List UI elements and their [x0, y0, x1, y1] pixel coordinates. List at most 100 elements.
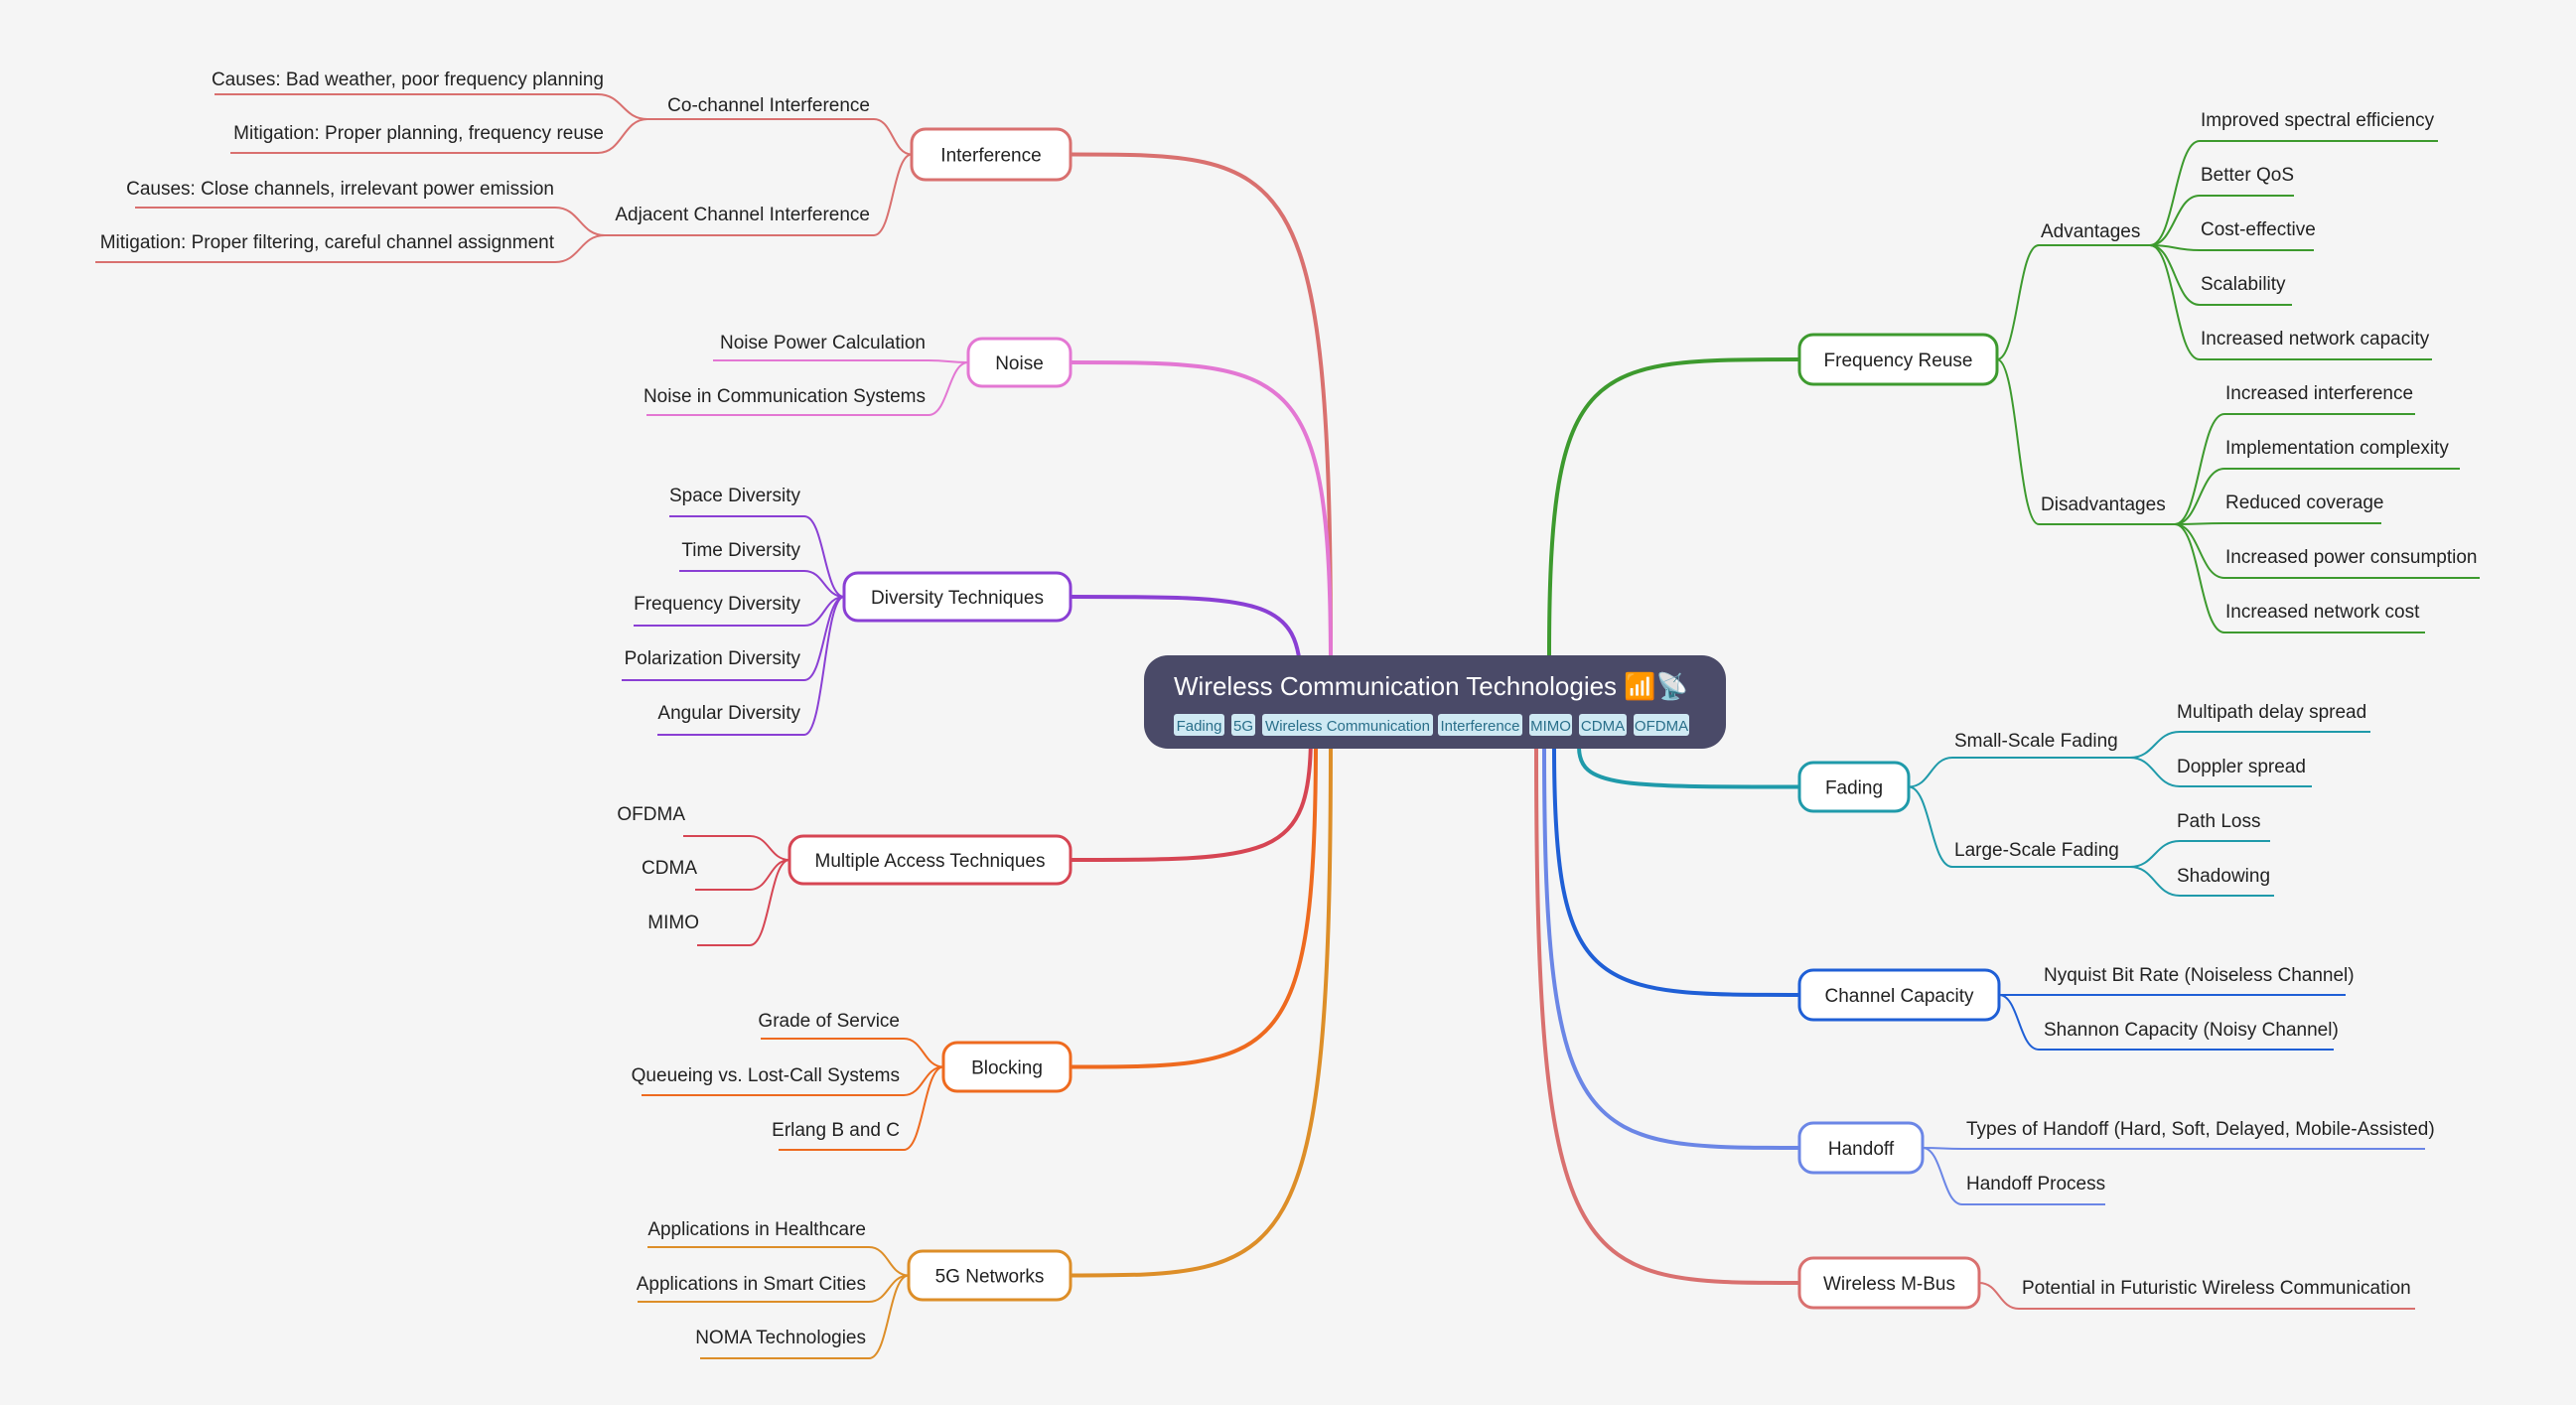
branch-node-multiple-access[interactable]	[787, 834, 1073, 886]
leaf-causes-close-channels-irrelevant-power-emission: Causes: Close channels, irrelevant power…	[126, 179, 554, 200]
tag-5g: 5G	[1233, 718, 1253, 735]
branch-edge-diversity	[1069, 595, 1303, 687]
branch-label-diversity: Diversity Techniques	[871, 588, 1044, 609]
branch-edge-channel-capacity	[1552, 745, 1801, 997]
connector	[2129, 757, 2181, 787]
branch-edge-multiple-access	[1069, 733, 1313, 862]
branch-edge-frequency-reuse	[1547, 357, 1801, 657]
branch-node-blocking[interactable]	[941, 1041, 1073, 1093]
branch-node-interference[interactable]	[910, 127, 1073, 182]
connector	[597, 93, 648, 120]
leaf-applications-in-healthcare: Applications in Healthcare	[647, 1219, 866, 1240]
leaf-path-loss: Path Loss	[2177, 811, 2261, 832]
leaf-polarization-diversity: Polarization Diversity	[625, 648, 801, 669]
leaf-cost-effective: Cost-effective	[2201, 219, 2316, 240]
branch-edge-fading	[1577, 745, 1801, 789]
leaf-multipath-delay-spread: Multipath delay spread	[2177, 702, 2366, 723]
leaf-noise-in-communication-systems: Noise in Communication Systems	[644, 386, 926, 407]
leaf-noma-technologies: NOMA Technologies	[695, 1328, 866, 1348]
connector	[1996, 244, 2040, 360]
connector	[1922, 1147, 1963, 1205]
leaf-ofdma: OFDMA	[617, 804, 685, 825]
leaf-increased-network-capacity: Increased network capacity	[2201, 329, 2430, 350]
connector	[1996, 358, 2040, 525]
connector	[2129, 866, 2181, 897]
connector	[928, 361, 969, 416]
branch-node-fading[interactable]	[1797, 761, 1911, 813]
tag-chip	[1262, 714, 1433, 736]
leaf-time-diversity: Time Diversity	[681, 540, 800, 561]
branch-edge-5g	[1069, 738, 1333, 1278]
leaf-doppler-spread: Doppler spread	[2177, 757, 2306, 777]
tag-chip	[1634, 714, 1689, 736]
branch-label-blocking: Blocking	[971, 1058, 1043, 1079]
tag-interference: Interference	[1440, 718, 1519, 735]
connector	[903, 1038, 944, 1068]
leaf-cdma: CDMA	[642, 858, 697, 879]
connector	[928, 359, 969, 363]
leaf-frequency-diversity: Frequency Diversity	[634, 594, 800, 615]
branch-edge-blocking	[1069, 738, 1318, 1069]
tag-chip	[1231, 714, 1255, 736]
connector	[749, 859, 790, 946]
branch-node-wireless-mbus[interactable]	[1797, 1256, 1981, 1310]
subtopic-small-scale-fading: Small-Scale Fading	[1954, 731, 2118, 752]
connector	[2149, 244, 2201, 306]
subtopic-adjacent-channel-interference: Adjacent Channel Interference	[615, 205, 870, 225]
connector	[2174, 413, 2225, 525]
leaf-handoff-process: Handoff Process	[1966, 1174, 2105, 1194]
branch-node-noise[interactable]	[966, 337, 1073, 388]
leaf-increased-power-consumption: Increased power consumption	[2225, 547, 2477, 568]
branch-edge-wireless-mbus	[1534, 745, 1801, 1285]
connector	[873, 118, 913, 156]
leaf-mimo: MIMO	[647, 913, 699, 933]
branch-label-wireless-mbus: Wireless M-Bus	[1823, 1274, 1955, 1295]
connector	[597, 118, 648, 154]
leaf-angular-diversity: Angular Diversity	[657, 703, 800, 724]
branch-node-frequency-reuse[interactable]	[1797, 333, 1999, 386]
connector	[873, 153, 913, 236]
subtopic-disadvantages: Disadvantages	[2041, 494, 2166, 515]
leaf-shadowing: Shadowing	[2177, 866, 2270, 887]
leaf-queueing-vs-lost-call-systems: Queueing vs. Lost-Call Systems	[632, 1065, 900, 1086]
connector	[2149, 195, 2201, 246]
root-title: Wireless Communication Technologies 📶📡	[1174, 669, 1688, 701]
connector	[868, 1274, 910, 1359]
branch-edge-noise	[1069, 360, 1333, 667]
connector	[1908, 785, 1953, 868]
branch-node-channel-capacity[interactable]	[1797, 968, 2001, 1022]
connector	[803, 515, 845, 598]
leaf-space-diversity: Space Diversity	[669, 486, 800, 506]
connector	[2174, 523, 2225, 633]
tag-chip	[1438, 714, 1522, 736]
subtopic-advantages: Advantages	[2041, 221, 2140, 242]
connector	[1998, 994, 2040, 1051]
leaf-mitigation-proper-filtering-careful-channel-assignment: Mitigation: Proper filtering, careful ch…	[100, 232, 555, 253]
connector	[803, 570, 845, 598]
branch-edge-handoff	[1542, 745, 1801, 1150]
leaf-scalability: Scalability	[2201, 274, 2286, 295]
branch-node-5g[interactable]	[907, 1249, 1073, 1302]
connector	[1908, 757, 1953, 788]
tag-mimo: MIMO	[1530, 718, 1571, 735]
connector	[2129, 731, 2181, 759]
root-node[interactable]: Wireless Communication Technologies 📶📡 F…	[1144, 655, 1726, 749]
branch-label-frequency-reuse: Frequency Reuse	[1824, 351, 1973, 371]
leaf-shannon-capacity-noisy-channel: Shannon Capacity (Noisy Channel)	[2044, 1020, 2339, 1041]
branch-label-noise: Noise	[995, 353, 1044, 374]
branch-node-handoff[interactable]	[1797, 1121, 1925, 1175]
branch-label-fading: Fading	[1825, 778, 1883, 799]
branch-label-interference: Interference	[940, 146, 1041, 167]
tag-ofdma: OFDMA	[1635, 718, 1688, 735]
tag-chip	[1579, 714, 1627, 736]
leaf-increased-interference: Increased interference	[2225, 383, 2413, 404]
connector	[1978, 1282, 2020, 1310]
tag-chip	[1529, 714, 1572, 736]
branch-label-5g: 5G Networks	[935, 1267, 1045, 1288]
branch-label-handoff: Handoff	[1828, 1139, 1895, 1160]
edges-layer	[554, 93, 2225, 1359]
branch-label-multiple-access: Multiple Access Techniques	[815, 851, 1046, 872]
branch-node-diversity[interactable]	[842, 571, 1073, 623]
